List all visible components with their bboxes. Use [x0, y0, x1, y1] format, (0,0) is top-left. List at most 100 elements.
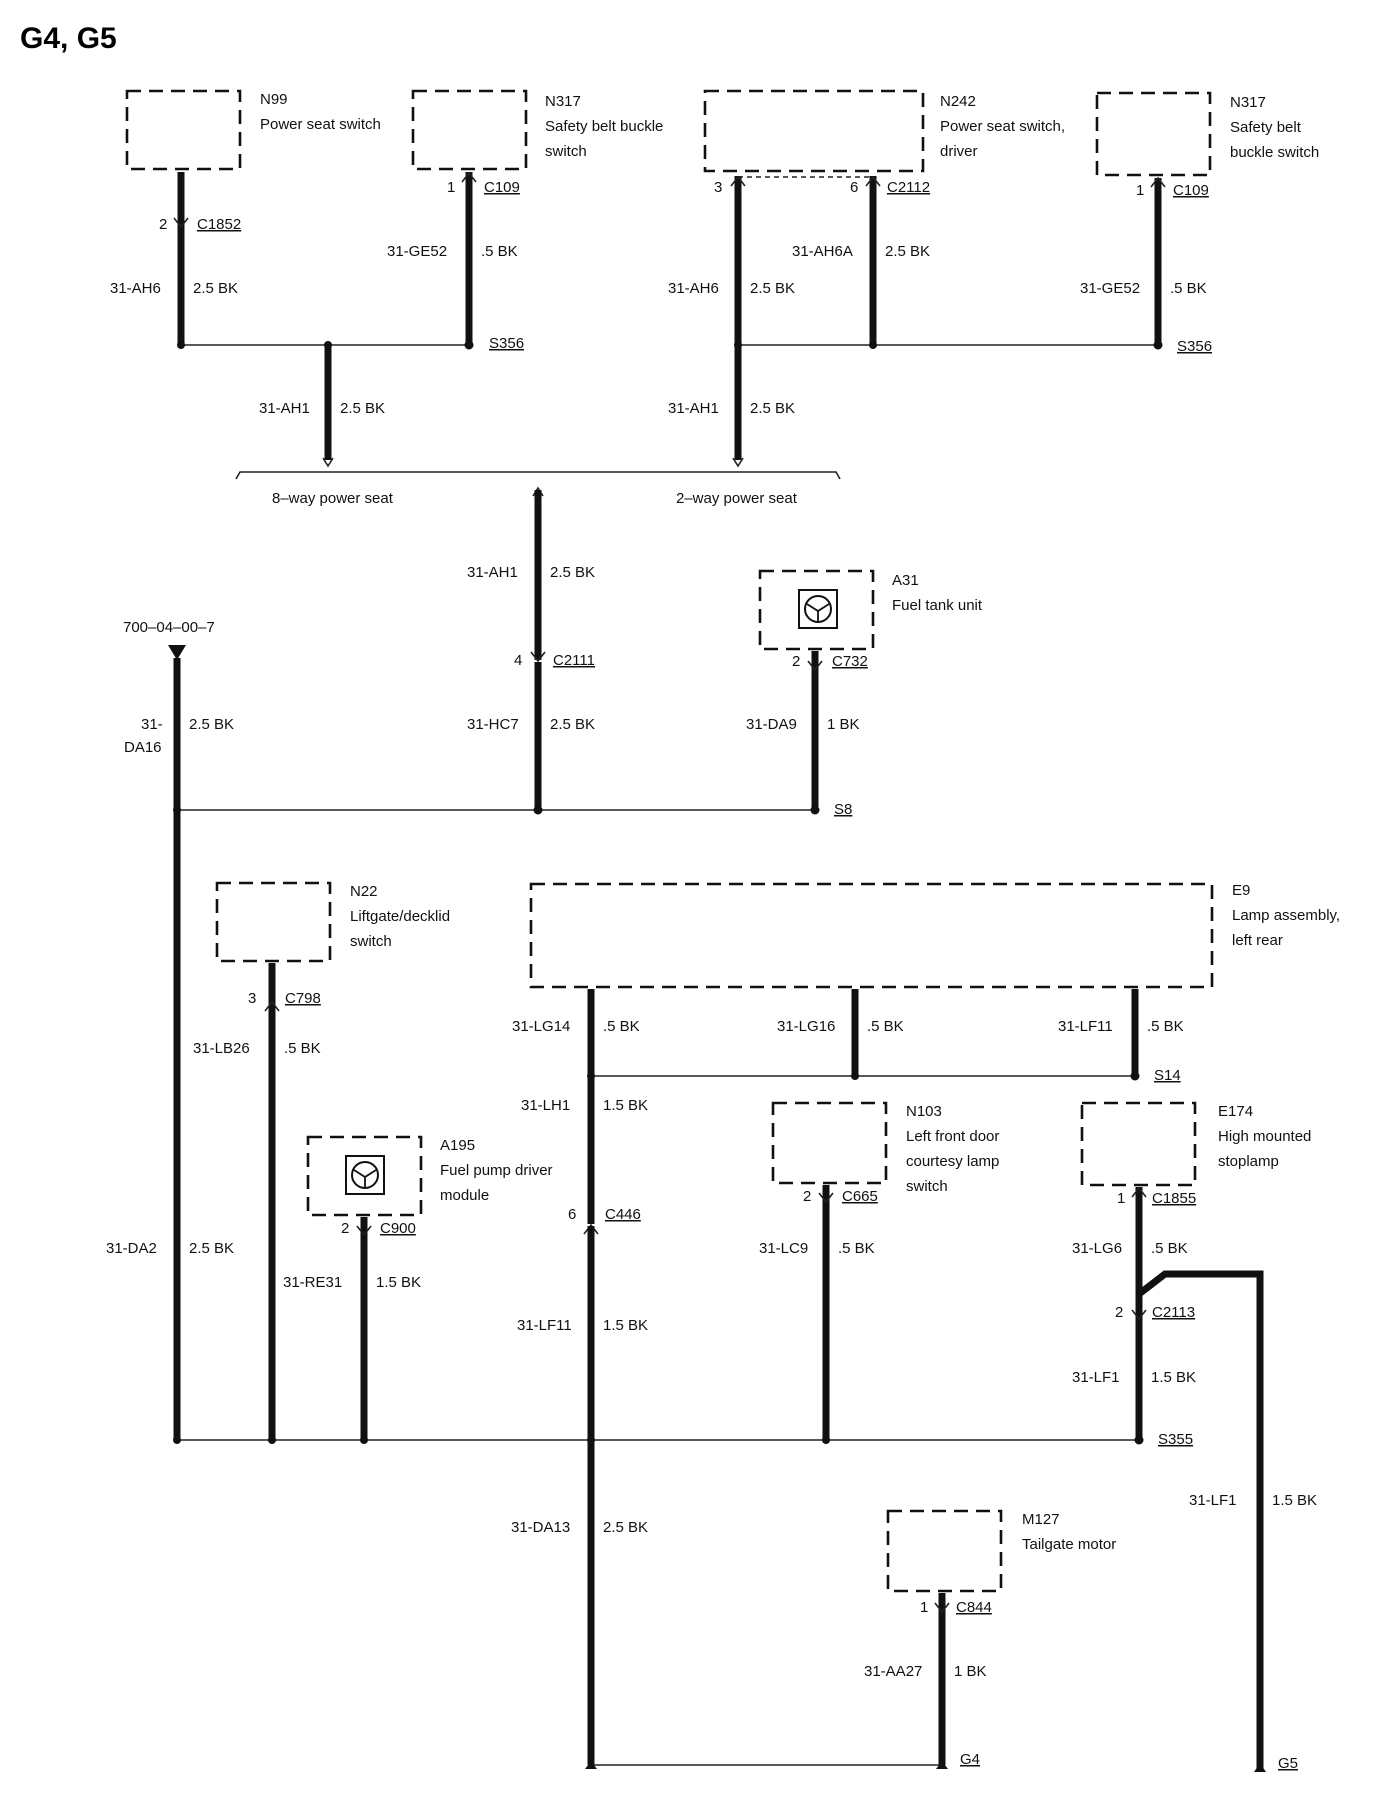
- svg-text:31-AH6: 31-AH6: [668, 280, 719, 297]
- svg-text:switch: switch: [545, 143, 587, 160]
- ground-labels: G4 G5: [960, 1751, 1298, 1772]
- svg-text:31-DA13: 31-DA13: [511, 1519, 570, 1536]
- svg-text:stoplamp: stoplamp: [1218, 1153, 1279, 1170]
- svg-text:1 BK: 1 BK: [827, 716, 860, 733]
- svg-text:module: module: [440, 1187, 489, 1204]
- svg-text:C2113: C2113: [1152, 1304, 1195, 1321]
- svg-text:31-RE31: 31-RE31: [283, 1274, 342, 1291]
- svg-text:2: 2: [159, 216, 167, 233]
- svg-text:C2111: C2111: [553, 652, 595, 669]
- svg-text:31-DA9: 31-DA9: [746, 716, 797, 733]
- svg-text:31-LG6: 31-LG6: [1072, 1240, 1122, 1257]
- svg-text:2: 2: [1115, 1304, 1123, 1321]
- branch-8way-label: 8–way power seat: [272, 490, 394, 507]
- svg-text:N317: N317: [545, 93, 581, 110]
- svg-text:Fuel pump driver: Fuel pump driver: [440, 1162, 553, 1179]
- n99-box: [125, 89, 242, 171]
- svg-text:1.5 BK: 1.5 BK: [376, 1274, 421, 1291]
- svg-text:2.5 BK: 2.5 BK: [750, 280, 795, 297]
- splice-labels: S356 S356 S8 S14 S355: [489, 335, 1212, 1448]
- reference-arrow: [168, 645, 186, 660]
- fuel-tank-unit-icon: [798, 589, 838, 629]
- svg-text:High mounted: High mounted: [1218, 1128, 1311, 1145]
- c798-pin: [264, 1000, 280, 1012]
- svg-text:2.5 BK: 2.5 BK: [189, 716, 234, 733]
- svg-text:S356: S356: [489, 335, 524, 352]
- n22-box: [215, 881, 332, 963]
- branch-2way-label: 2–way power seat: [676, 490, 798, 507]
- svg-text:2.5 BK: 2.5 BK: [550, 716, 595, 733]
- svg-text:switch: switch: [906, 1178, 948, 1195]
- svg-text:1.5 BK: 1.5 BK: [603, 1097, 648, 1114]
- svg-text:DA16: DA16: [124, 739, 162, 756]
- svg-text:.5 BK: .5 BK: [481, 243, 518, 260]
- svg-text:G5: G5: [1278, 1755, 1298, 1772]
- c446-pin: [583, 1223, 599, 1235]
- c1855-pin: [1131, 1186, 1147, 1198]
- svg-text:31-LF11: 31-LF11: [1058, 1018, 1113, 1035]
- svg-text:C1855: C1855: [1152, 1190, 1196, 1207]
- harness-entry-right: [732, 457, 744, 468]
- svg-text:.5 BK: .5 BK: [1170, 280, 1207, 297]
- svg-text:31-AH1: 31-AH1: [668, 400, 719, 417]
- svg-text:Liftgate/decklid: Liftgate/decklid: [350, 908, 450, 925]
- svg-text:Power seat switch,: Power seat switch,: [940, 118, 1065, 135]
- svg-text:31-: 31-: [141, 716, 163, 733]
- svg-text:C900: C900: [380, 1220, 416, 1237]
- svg-text:Safety belt buckle: Safety belt buckle: [545, 118, 663, 135]
- e174-label: E174 High mounted stoplamp: [1218, 1103, 1311, 1170]
- c2111-pin: [530, 651, 546, 663]
- svg-text:switch: switch: [350, 933, 392, 950]
- svg-text:C109: C109: [484, 179, 520, 196]
- svg-text:2.5 BK: 2.5 BK: [340, 400, 385, 417]
- svg-text:E9: E9: [1232, 882, 1250, 899]
- svg-text:A195: A195: [440, 1137, 475, 1154]
- splice-dots-s8: [173, 805, 820, 815]
- connector-pins-top: [173, 171, 1166, 229]
- c732-pin: [807, 660, 823, 672]
- e9-box: [529, 882, 1214, 989]
- svg-text:C732: C732: [832, 653, 868, 670]
- n317a-box: [411, 89, 528, 171]
- n317b-box: [1095, 91, 1212, 177]
- harness-entry-left: [322, 457, 334, 468]
- diagram-title: G4, G5: [20, 22, 117, 55]
- c2113-pin: [1131, 1309, 1147, 1321]
- svg-text:S355: S355: [1158, 1431, 1193, 1448]
- svg-text:31-GE52: 31-GE52: [387, 243, 447, 260]
- c900-pin: [356, 1225, 372, 1237]
- svg-text:6: 6: [568, 1206, 576, 1223]
- svg-text:buckle switch: buckle switch: [1230, 144, 1319, 161]
- svg-text:N103: N103: [906, 1103, 942, 1120]
- svg-text:.5 BK: .5 BK: [1147, 1018, 1184, 1035]
- svg-text:left rear: left rear: [1232, 932, 1283, 949]
- m127-box: [886, 1509, 1003, 1593]
- svg-text:Fuel tank unit: Fuel tank unit: [892, 597, 983, 614]
- svg-text:S8: S8: [834, 801, 852, 818]
- connector-labels: 2 C1852 1 C109 3 6 C2112 1 C109 4 C2111 …: [159, 179, 1209, 1616]
- harness-bracket: [235, 471, 841, 480]
- svg-text:3: 3: [248, 990, 256, 1007]
- svg-text:31-LC9: 31-LC9: [759, 1240, 808, 1257]
- n317a-label: N317 Safety belt buckle switch: [545, 93, 663, 160]
- svg-text:6: 6: [850, 179, 858, 196]
- svg-text:2: 2: [792, 653, 800, 670]
- a195-box: [306, 1135, 423, 1217]
- svg-text:S14: S14: [1154, 1067, 1181, 1084]
- a31-label: A31 Fuel tank unit: [892, 572, 983, 614]
- svg-text:31-LG14: 31-LG14: [512, 1018, 570, 1035]
- n242-box: [703, 89, 925, 173]
- svg-text:1.5 BK: 1.5 BK: [1272, 1492, 1317, 1509]
- c844-pin: [934, 1602, 950, 1614]
- svg-text:31-DA2: 31-DA2: [106, 1240, 157, 1257]
- svg-text:31-LB26: 31-LB26: [193, 1040, 250, 1057]
- svg-text:31-LH1: 31-LH1: [521, 1097, 570, 1114]
- ground-g5-symbol: [1254, 1763, 1266, 1772]
- svg-text:C446: C446: [605, 1206, 641, 1223]
- svg-text:1: 1: [1136, 182, 1144, 199]
- svg-text:1 BK: 1 BK: [954, 1663, 987, 1680]
- svg-text:E174: E174: [1218, 1103, 1253, 1120]
- svg-text:S356: S356: [1177, 338, 1212, 355]
- ground-g4-left: [585, 1761, 597, 1769]
- svg-text:1.5 BK: 1.5 BK: [603, 1317, 648, 1334]
